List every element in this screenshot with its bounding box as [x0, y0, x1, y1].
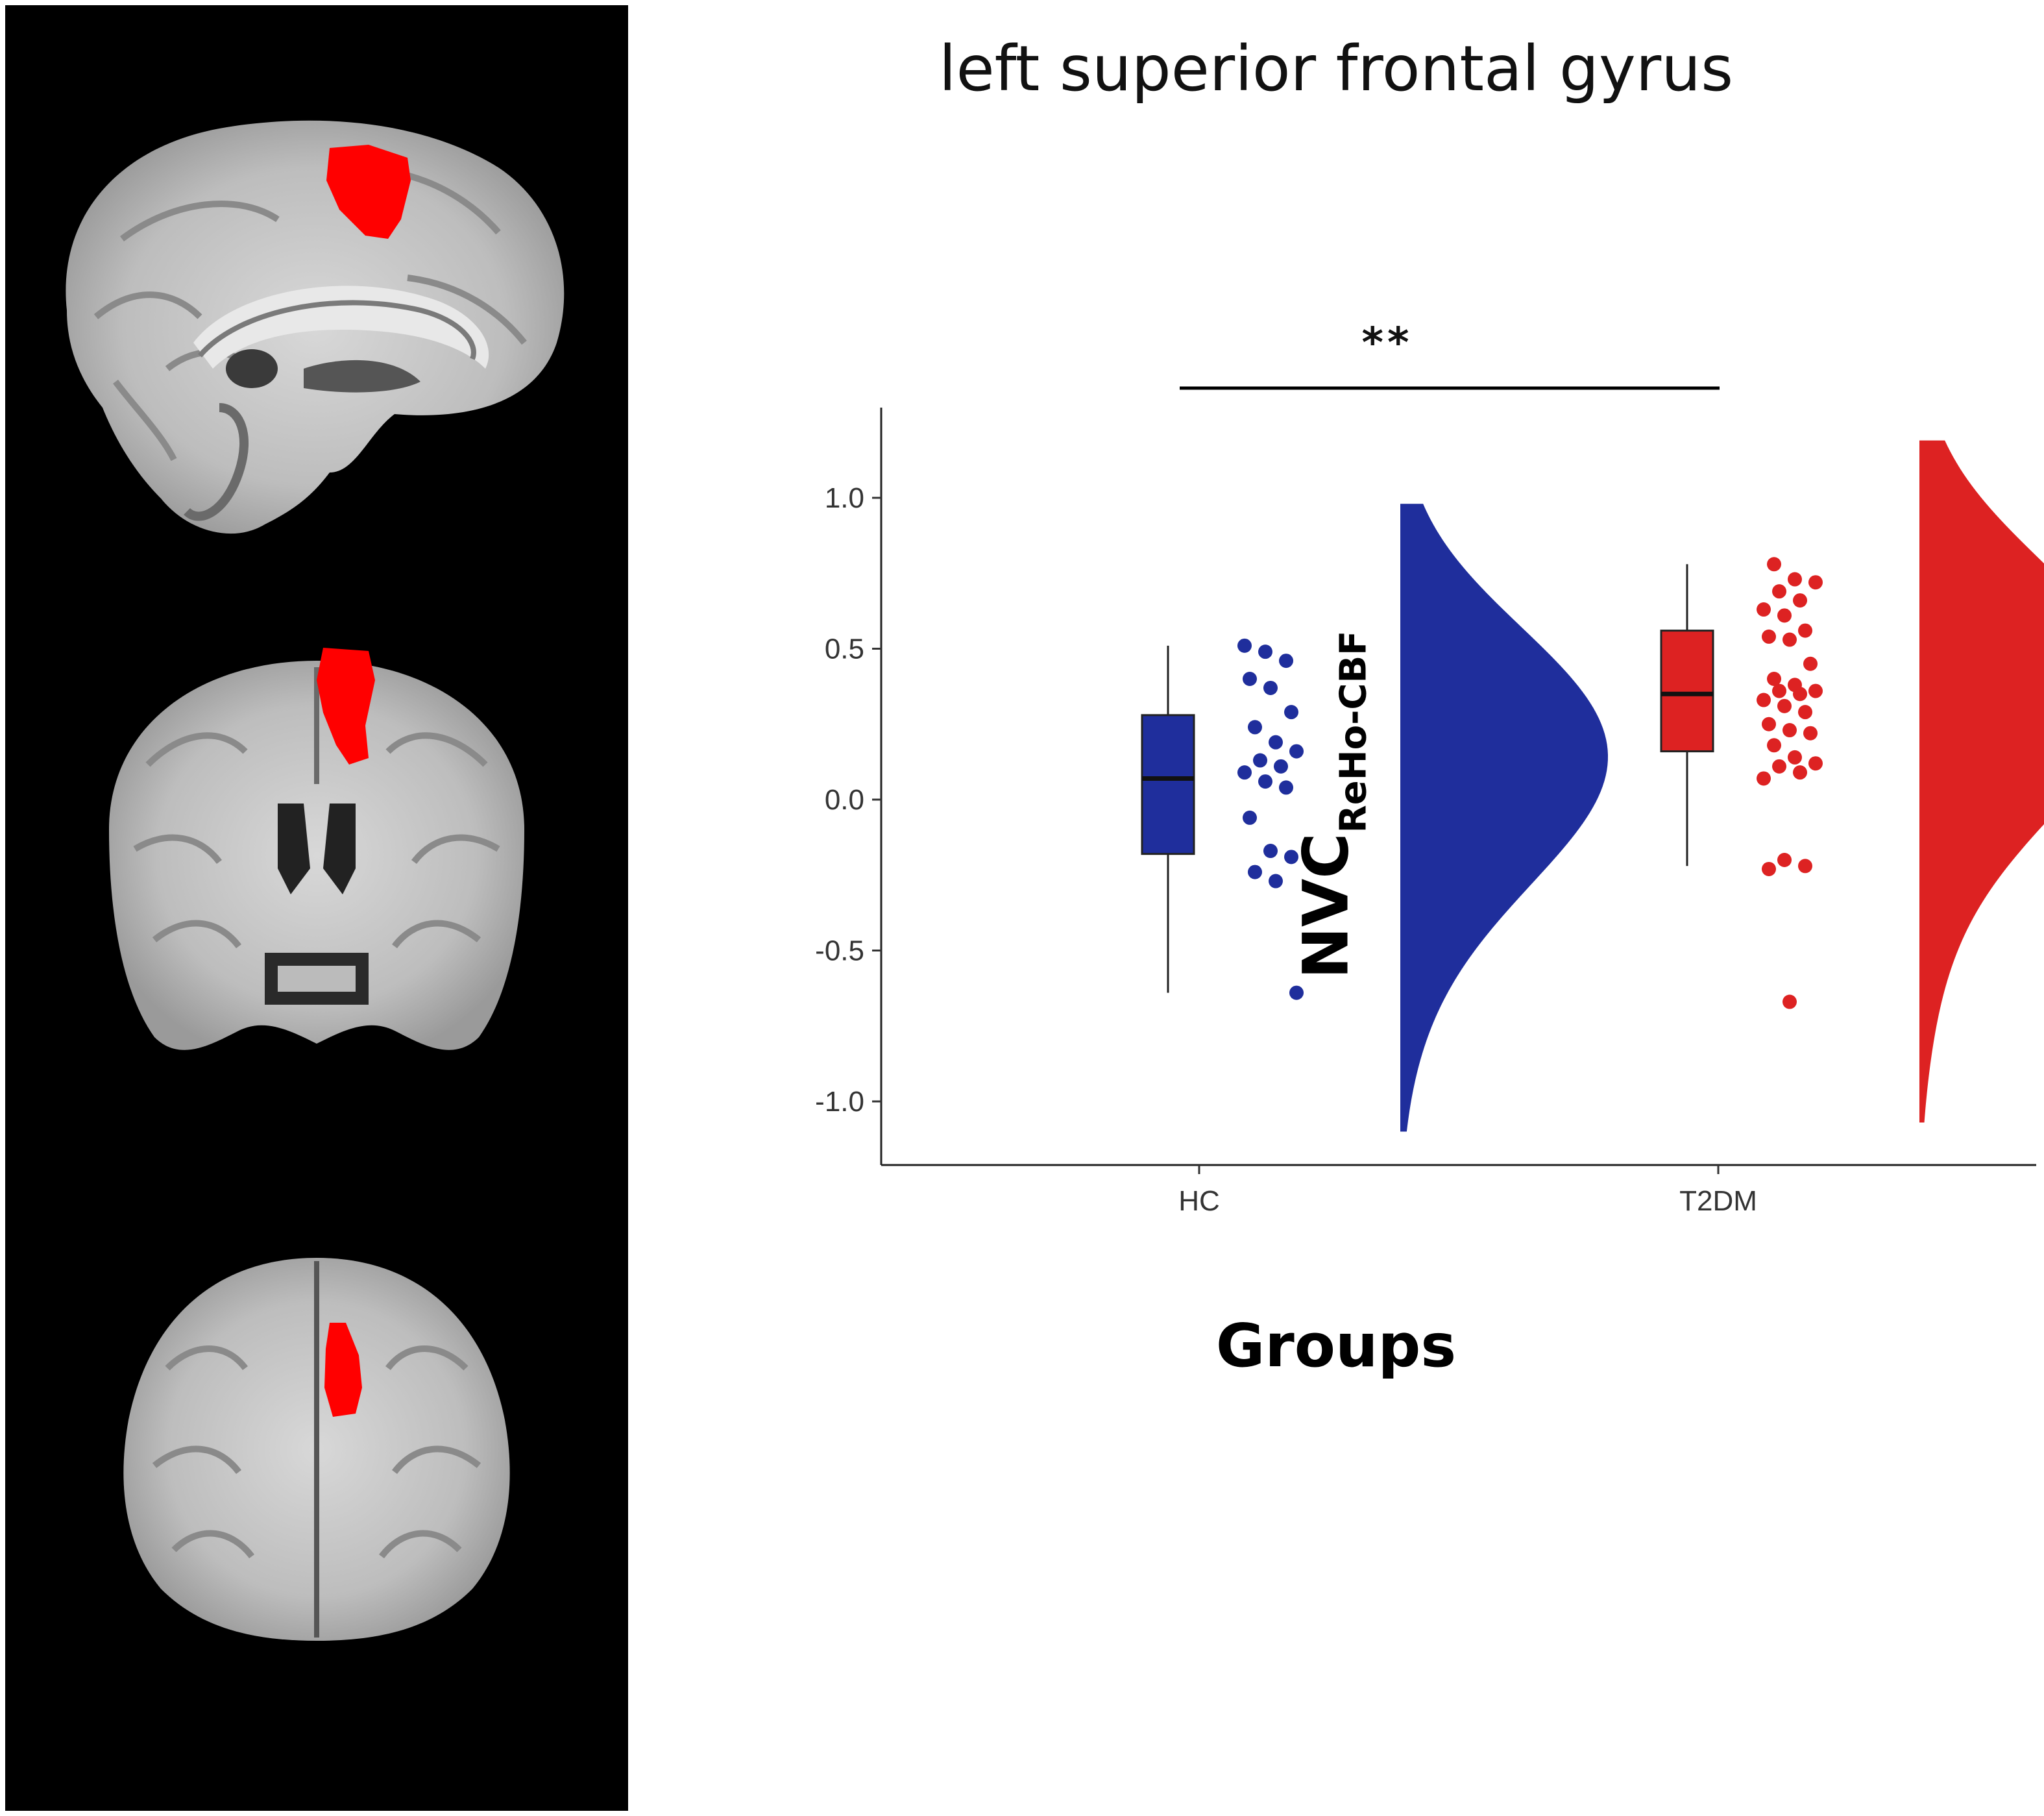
data-point [1808, 756, 1823, 771]
data-point [1772, 759, 1786, 774]
data-point [1248, 720, 1262, 735]
data-point [1803, 726, 1818, 741]
data-point [1782, 994, 1797, 1009]
data-point [1279, 780, 1293, 795]
data-point [1284, 705, 1298, 720]
x-tick-label: T2DM [1679, 1185, 1757, 1217]
chart-panel: left superior frontal gyrus 1.0 0.5 0.0 -0.… [628, 0, 2044, 1816]
data-point [1803, 656, 1818, 671]
data-point [1788, 750, 1802, 765]
x-tick-label: HC [1178, 1185, 1220, 1217]
data-point [1762, 861, 1776, 876]
data-point [1263, 844, 1278, 859]
data-point [1762, 717, 1776, 731]
brain-image-panel [5, 5, 628, 1811]
data-point [1772, 683, 1786, 698]
data-point [1289, 744, 1304, 759]
data-point [1793, 687, 1807, 702]
x-axis-label: Groups [1215, 1311, 1457, 1380]
data-point [1258, 644, 1272, 659]
data-point [1793, 765, 1807, 780]
y-tick-label: -1.0 [815, 1086, 864, 1118]
data-point [1777, 853, 1792, 867]
data-point [1757, 771, 1771, 786]
data-point [1762, 629, 1776, 644]
data-point [1289, 985, 1304, 1000]
y-tick-label: 1.0 [825, 482, 864, 514]
data-point [1777, 698, 1792, 713]
data-point [1237, 765, 1252, 780]
data-point [1269, 874, 1283, 889]
y-tick-label: -0.5 [815, 935, 864, 967]
box-T2DM [1660, 630, 1714, 753]
data-point [1263, 680, 1278, 695]
coronal-slice [109, 648, 524, 1050]
y-axis-label-subscript: ReHo-CBF [1332, 630, 1375, 833]
sagittal-slice [66, 120, 565, 534]
data-point [1248, 865, 1262, 879]
data-point [1284, 850, 1298, 865]
data-point [1757, 693, 1771, 707]
data-point [1237, 638, 1252, 653]
significance-label: ** [1361, 319, 1413, 367]
data-point [1767, 672, 1781, 686]
data-point [1777, 608, 1792, 623]
data-point [1793, 593, 1807, 608]
density-HC [1400, 504, 1608, 1132]
data-point [1767, 557, 1781, 572]
data-point [1808, 575, 1823, 590]
axial-slice [123, 1258, 510, 1641]
data-point [1788, 572, 1802, 587]
data-point [1782, 723, 1797, 738]
data-point [1243, 672, 1257, 686]
data-point [1798, 859, 1812, 874]
chart-title: left superior frontal gyrus [938, 32, 1734, 105]
data-point [1274, 759, 1288, 774]
y-axis-label: NVCReHo-CBF [1290, 631, 1375, 979]
data-point [1258, 774, 1272, 789]
data-point [1757, 602, 1771, 617]
y-tick-label: 0.5 [825, 633, 864, 665]
y-axis-label-main: NVC [1289, 833, 1363, 979]
data-point [1798, 623, 1812, 638]
data-point [1808, 683, 1823, 698]
data-point [1798, 705, 1812, 720]
data-point [1767, 738, 1781, 753]
box-HC [1141, 714, 1195, 855]
y-tick-label: 0.0 [825, 784, 864, 816]
data-point [1269, 735, 1283, 750]
data-point [1782, 632, 1797, 647]
data-point [1279, 654, 1293, 669]
data-point [1253, 753, 1267, 768]
density-T2DM [1919, 440, 2044, 1123]
brain-slices [66, 120, 565, 1641]
data-point [1772, 584, 1786, 599]
data-point [1243, 810, 1257, 825]
raincloud-plot: 1.0 0.5 0.0 -0.5 -1.0HC T2DM [815, 386, 2044, 1217]
